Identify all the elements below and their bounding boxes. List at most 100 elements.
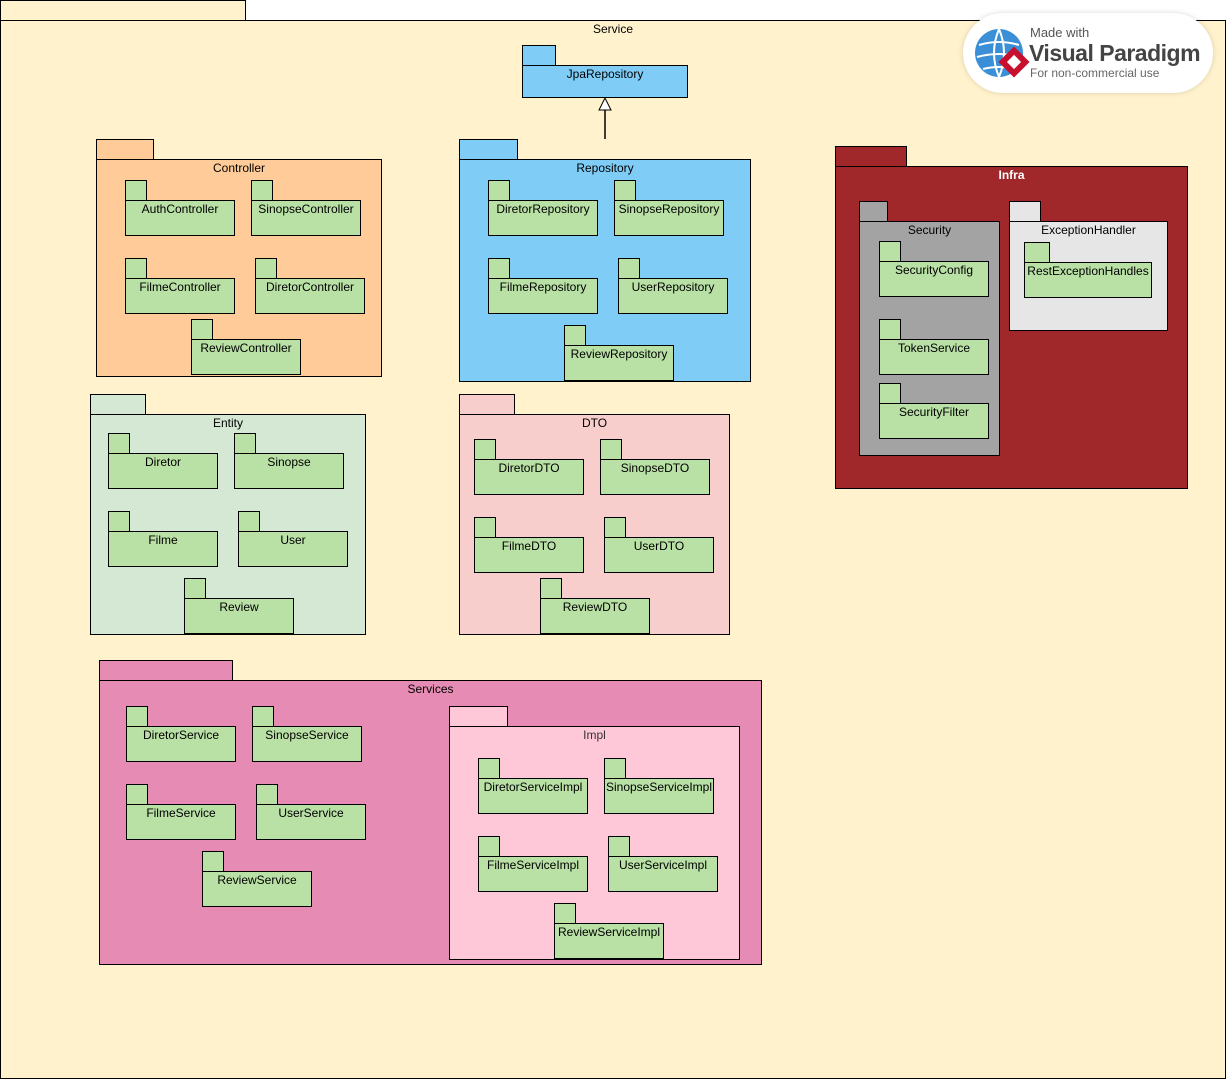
review-entity-package[interactable]: Review bbox=[184, 598, 294, 634]
diretor-service-impl-label: DiretorServiceImpl bbox=[483, 780, 583, 794]
dto-package-tab bbox=[459, 394, 515, 415]
class-package-tab bbox=[125, 258, 147, 279]
diretor-service-package[interactable]: DiretorService bbox=[126, 726, 236, 762]
user-entity-package[interactable]: User bbox=[238, 531, 348, 567]
service-package-tab bbox=[0, 0, 246, 21]
class-package-tab bbox=[604, 758, 626, 779]
filme-service-package[interactable]: FilmeService bbox=[126, 804, 236, 840]
rest-exception-handles-package[interactable]: RestExceptionHandles bbox=[1024, 262, 1152, 298]
sinopse-service-impl-package[interactable]: SinopseServiceImpl bbox=[604, 778, 714, 814]
sinopse-repository-package[interactable]: SinopseRepository bbox=[614, 200, 724, 236]
jpa-repository-package[interactable]: JpaRepository bbox=[522, 65, 688, 98]
watermark-made-with: Made with bbox=[1030, 25, 1090, 40]
class-package-tab bbox=[474, 439, 496, 460]
filme-entity-label: Filme bbox=[148, 533, 178, 547]
user-service-package[interactable]: UserService bbox=[256, 804, 366, 840]
class-package-tab bbox=[474, 517, 496, 538]
sinopse-dto-package[interactable]: SinopseDTO bbox=[600, 459, 710, 495]
review-service-impl-package[interactable]: ReviewServiceImpl bbox=[554, 923, 664, 959]
diretor-entity-package[interactable]: Diretor bbox=[108, 453, 218, 489]
filme-dto-package[interactable]: FilmeDTO bbox=[474, 537, 584, 573]
user-dto-label: UserDTO bbox=[633, 539, 685, 553]
user-repository-package[interactable]: UserRepository bbox=[618, 278, 728, 314]
class-package-tab bbox=[234, 433, 256, 454]
review-controller-package[interactable]: ReviewController bbox=[191, 339, 301, 375]
sinopse-entity-label: Sinopse bbox=[267, 455, 311, 469]
class-package-tab bbox=[879, 383, 901, 404]
class-package-tab bbox=[554, 903, 576, 924]
class-package-tab bbox=[614, 180, 636, 201]
class-package-tab bbox=[564, 325, 586, 346]
user-dto-package[interactable]: UserDTO bbox=[604, 537, 714, 573]
diretor-repository-label: DiretorRepository bbox=[496, 202, 590, 216]
sinopse-repository-label: SinopseRepository bbox=[618, 202, 720, 216]
services-package-tab bbox=[99, 660, 233, 681]
rest-exception-handles-label: RestExceptionHandles bbox=[1027, 264, 1149, 278]
sinopse-entity-package[interactable]: Sinopse bbox=[234, 453, 344, 489]
diretor-service-label: DiretorService bbox=[142, 728, 220, 742]
class-package-tab bbox=[238, 511, 260, 532]
impl-package-tab bbox=[449, 706, 508, 727]
auth-controller-package[interactable]: AuthController bbox=[125, 200, 235, 236]
diretor-controller-label: DiretorController bbox=[265, 280, 355, 294]
class-package-tab bbox=[256, 784, 278, 805]
class-package-tab bbox=[108, 511, 130, 532]
services-package-label: Services bbox=[407, 682, 454, 696]
sinopse-service-package[interactable]: SinopseService bbox=[252, 726, 362, 762]
class-package-tab bbox=[1024, 242, 1050, 263]
class-package-tab bbox=[488, 258, 510, 279]
class-package-tab bbox=[618, 258, 640, 279]
class-package-tab bbox=[478, 836, 500, 857]
class-package-tab bbox=[608, 836, 630, 857]
review-controller-label: ReviewController bbox=[200, 341, 292, 355]
sinopse-controller-label: SinopseController bbox=[258, 202, 354, 216]
impl-package-label: Impl bbox=[583, 728, 606, 742]
token-service-package[interactable]: TokenService bbox=[879, 339, 989, 375]
filme-repository-package[interactable]: FilmeRepository bbox=[488, 278, 598, 314]
class-package-tab bbox=[108, 433, 130, 454]
review-entity-label: Review bbox=[219, 600, 259, 614]
class-package-tab bbox=[191, 319, 213, 340]
security-config-label: SecurityConfig bbox=[894, 263, 974, 277]
diretor-dto-label: DiretorDTO bbox=[498, 461, 560, 475]
diretor-repository-package[interactable]: DiretorRepository bbox=[488, 200, 598, 236]
dto-package-label: DTO bbox=[581, 416, 608, 430]
diretor-dto-package[interactable]: DiretorDTO bbox=[474, 459, 584, 495]
auth-controller-label: AuthController bbox=[141, 202, 219, 216]
security-filter-package[interactable]: SecurityFilter bbox=[879, 403, 989, 439]
diretor-entity-label: Diretor bbox=[144, 455, 181, 469]
review-dto-package[interactable]: ReviewDTO bbox=[540, 598, 650, 634]
class-package-tab bbox=[252, 706, 274, 727]
diretor-controller-package[interactable]: DiretorController bbox=[255, 278, 365, 314]
repository-package-tab bbox=[459, 139, 518, 160]
filme-controller-package[interactable]: FilmeController bbox=[125, 278, 235, 314]
user-service-label: UserService bbox=[278, 806, 344, 820]
user-service-impl-package[interactable]: UserServiceImpl bbox=[608, 856, 718, 892]
sinopse-controller-package[interactable]: SinopseController bbox=[251, 200, 361, 236]
class-package-tab bbox=[604, 517, 626, 538]
filme-service-impl-package[interactable]: FilmeServiceImpl bbox=[478, 856, 588, 892]
sinopse-service-impl-label: SinopseServiceImpl bbox=[605, 780, 713, 794]
class-package-tab bbox=[202, 851, 224, 872]
security-config-package[interactable]: SecurityConfig bbox=[879, 261, 989, 297]
infra-package-label: Infra bbox=[998, 168, 1025, 182]
filme-entity-package[interactable]: Filme bbox=[108, 531, 218, 567]
review-service-label: ReviewService bbox=[217, 873, 297, 887]
review-service-impl-label: ReviewServiceImpl bbox=[557, 925, 661, 939]
class-package-tab bbox=[488, 180, 510, 201]
sinopse-service-label: SinopseService bbox=[265, 728, 349, 742]
class-package-tab bbox=[879, 241, 901, 262]
review-service-package[interactable]: ReviewService bbox=[202, 871, 312, 907]
entity-package-label: Entity bbox=[212, 416, 243, 430]
infra-package-tab bbox=[835, 146, 907, 167]
user-repository-label: UserRepository bbox=[631, 280, 715, 294]
diretor-service-impl-package[interactable]: DiretorServiceImpl bbox=[478, 778, 588, 814]
watermark-brand: Visual Paradigm bbox=[1029, 40, 1201, 66]
security-package-label: Security bbox=[907, 223, 952, 237]
review-repository-package[interactable]: ReviewRepository bbox=[564, 345, 674, 381]
review-repository-label: ReviewRepository bbox=[570, 347, 668, 361]
jpa-repository-tab bbox=[522, 45, 556, 66]
filme-controller-label: FilmeController bbox=[139, 280, 221, 294]
controller-package-label: Controller bbox=[212, 161, 266, 175]
